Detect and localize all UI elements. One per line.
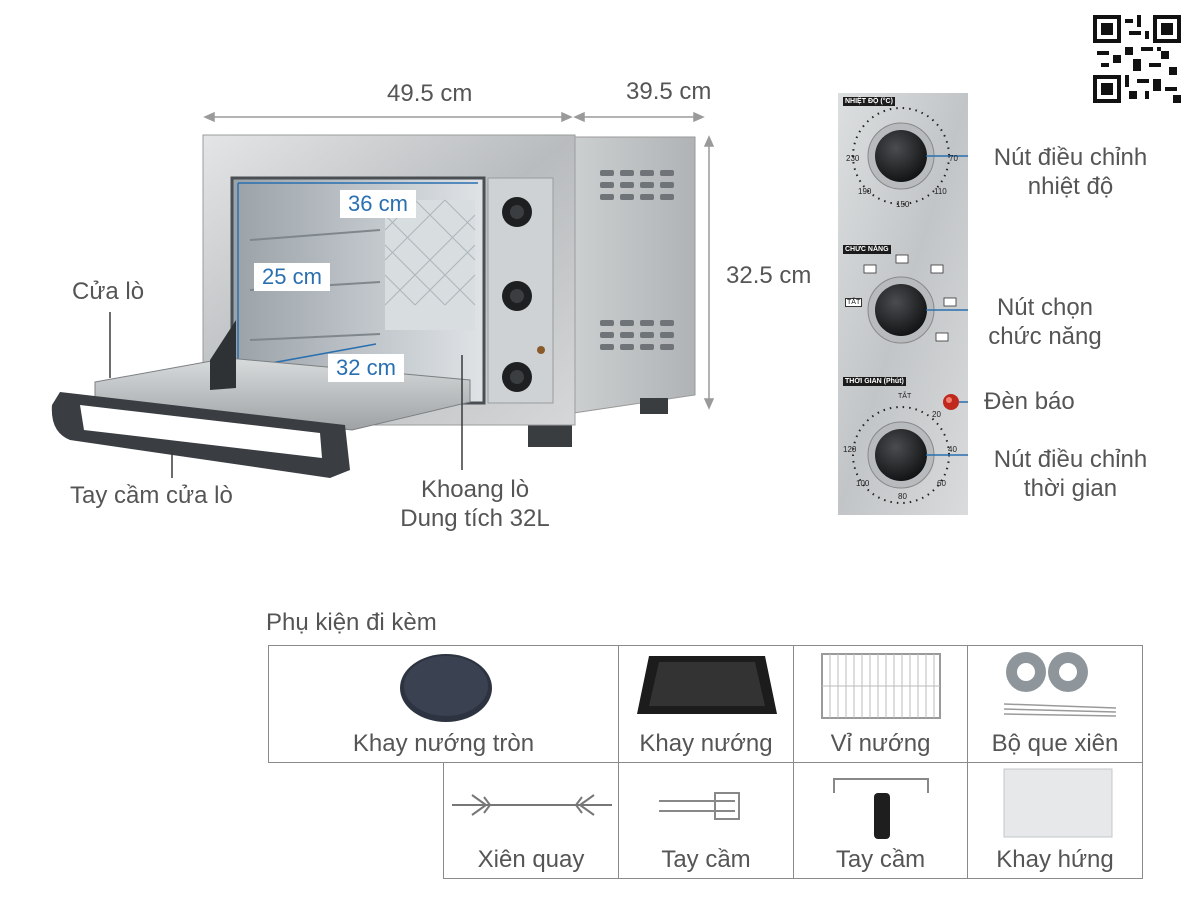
inner-depth-label: 32 cm bbox=[328, 354, 404, 382]
temp-knob-line-2: nhiệt độ bbox=[1027, 172, 1114, 200]
accessory-caption: Khay nướng bbox=[639, 730, 773, 757]
accessory-caption: Tay cầm bbox=[835, 846, 926, 873]
func-panel-title: CHỨC NĂNG bbox=[843, 245, 891, 254]
temp-panel-title: NHIỆT ĐỘ (°C) bbox=[843, 97, 895, 106]
func-knob-line-1: Nút chọn bbox=[996, 294, 1094, 321]
temp-tick-190: 190 bbox=[858, 187, 872, 196]
baking-tray-icon bbox=[637, 656, 777, 714]
cavity-line-2: Dung tích 32L bbox=[400, 504, 550, 532]
time-off-tick: TẮT bbox=[898, 393, 912, 400]
accessory-caption: Bộ que xiên bbox=[991, 730, 1119, 757]
func-knob-label: Nút chọn chức năng bbox=[975, 294, 1115, 352]
temp-tick-150: 150 bbox=[896, 200, 910, 209]
time-knob-line-2: thời gian bbox=[1023, 474, 1118, 502]
oven-width-label: 49.5 cm bbox=[387, 80, 473, 107]
accessory-caption: Khay nướng tròn bbox=[352, 730, 535, 757]
skewer-set-icon bbox=[1003, 652, 1117, 717]
temp-tick-230: 230 bbox=[846, 154, 860, 163]
func-off-tick: TẮT bbox=[845, 298, 863, 307]
cavity-line-1: Khoang lò bbox=[420, 476, 530, 503]
round-tray-icon bbox=[400, 654, 492, 722]
time-tick-20: 20 bbox=[932, 410, 941, 419]
time-tick-100: 100 bbox=[856, 479, 870, 488]
temp-tick-70: 70 bbox=[949, 154, 958, 163]
oven-height-label: 32.5 cm bbox=[726, 262, 812, 289]
func-knob-line-2: chức năng bbox=[988, 322, 1102, 350]
accessory-baking-tray: Khay nướng bbox=[618, 645, 794, 763]
time-tick-120: 120 bbox=[843, 445, 857, 454]
door-handle-label: Tay cầm cửa lò bbox=[70, 482, 233, 509]
time-tick-60: 60 bbox=[937, 479, 946, 488]
rotisserie-icon bbox=[452, 794, 612, 816]
handle-icon bbox=[659, 792, 740, 820]
accessory-caption: Vỉ nướng bbox=[830, 730, 931, 757]
oven-illustration bbox=[51, 111, 715, 478]
inner-height-label: 25 cm bbox=[254, 263, 330, 291]
drip-tray-icon bbox=[1003, 768, 1113, 838]
tray-handle-icon bbox=[833, 778, 929, 839]
temp-tick-110: 110 bbox=[934, 187, 947, 196]
time-knob-line-1: Nút điều chỉnh bbox=[993, 446, 1148, 473]
inner-width-label: 36 cm bbox=[340, 190, 416, 218]
accessory-caption: Xiên quay bbox=[477, 846, 585, 873]
temp-knob-line-1: Nút điều chỉnh bbox=[993, 144, 1148, 171]
oven-depth-label: 39.5 cm bbox=[626, 78, 712, 105]
accessory-wire-rack: Vỉ nướng bbox=[793, 645, 968, 763]
accessory-caption: Tay cầm bbox=[661, 846, 751, 873]
time-knob-label: Nút điều chỉnh thời gian bbox=[978, 446, 1163, 504]
cavity-label: Khoang lò Dung tích 32L bbox=[385, 476, 565, 534]
qr-code-icon bbox=[1093, 15, 1181, 103]
indicator-label: Đèn báo bbox=[984, 388, 1075, 415]
accessories-title: Phụ kiện đi kèm bbox=[266, 609, 437, 636]
control-panel bbox=[838, 93, 968, 515]
time-tick-40: 40 bbox=[948, 445, 957, 454]
accessory-drip-tray: Khay hứng bbox=[967, 762, 1143, 879]
wire-rack-icon bbox=[821, 653, 941, 719]
time-tick-80: 80 bbox=[898, 492, 907, 501]
accessory-rotisserie: Xiên quay bbox=[443, 762, 619, 879]
door-label: Cửa lò bbox=[72, 278, 145, 305]
temp-knob-label: Nút điều chỉnh nhiệt độ bbox=[978, 144, 1163, 202]
time-panel-title: THỜI GIAN (Phút) bbox=[843, 377, 906, 386]
accessory-handle-1: Tay cầm bbox=[618, 762, 794, 879]
accessory-skewer-set: Bộ que xiên bbox=[967, 645, 1143, 763]
accessory-caption: Khay hứng bbox=[996, 846, 1114, 873]
accessory-round-tray: Khay nướng tròn bbox=[268, 645, 619, 763]
accessory-handle-2: Tay cầm bbox=[793, 762, 968, 879]
